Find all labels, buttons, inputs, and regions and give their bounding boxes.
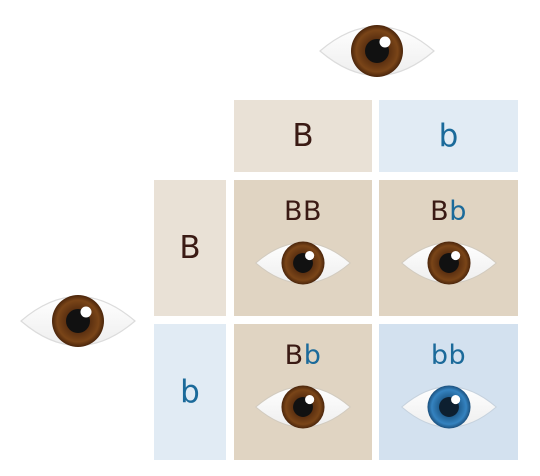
brown-eye-icon — [401, 241, 497, 285]
allele-1: b — [430, 340, 449, 371]
row-header-dominant: B — [154, 180, 226, 316]
row-header-allele: b — [180, 374, 200, 410]
column-header-recessive: b — [379, 100, 518, 172]
punnett-cell-Bb: Bb — [234, 324, 372, 460]
genotype-label: BB — [234, 196, 372, 227]
genotype-label: Bb — [234, 340, 372, 371]
brown-eye-icon — [255, 385, 351, 429]
punnett-cell-Bb: Bb — [379, 180, 518, 316]
column-header-allele: B — [292, 118, 314, 154]
column-header-allele: b — [438, 118, 459, 154]
allele-2: b — [303, 340, 322, 371]
row-header-recessive: b — [154, 324, 226, 460]
left-parent-brown-eye-icon — [20, 295, 136, 347]
brown-eye-icon — [255, 241, 351, 285]
allele-1: B — [430, 196, 450, 227]
punnett-cell-bb: bb — [379, 324, 518, 460]
allele-2: b — [448, 340, 467, 371]
allele-1: B — [283, 196, 303, 227]
top-parent-brown-eye-icon — [319, 25, 435, 77]
allele-2: b — [449, 196, 467, 227]
genotype-label: bb — [379, 340, 518, 371]
column-header-dominant: B — [234, 100, 372, 172]
allele-2: B — [303, 196, 323, 227]
genotype-label: Bb — [379, 196, 518, 227]
row-header-allele: B — [179, 230, 201, 266]
allele-1: B — [284, 340, 304, 371]
blue-eye-icon — [401, 385, 497, 429]
punnett-cell-BB: BB — [234, 180, 372, 316]
